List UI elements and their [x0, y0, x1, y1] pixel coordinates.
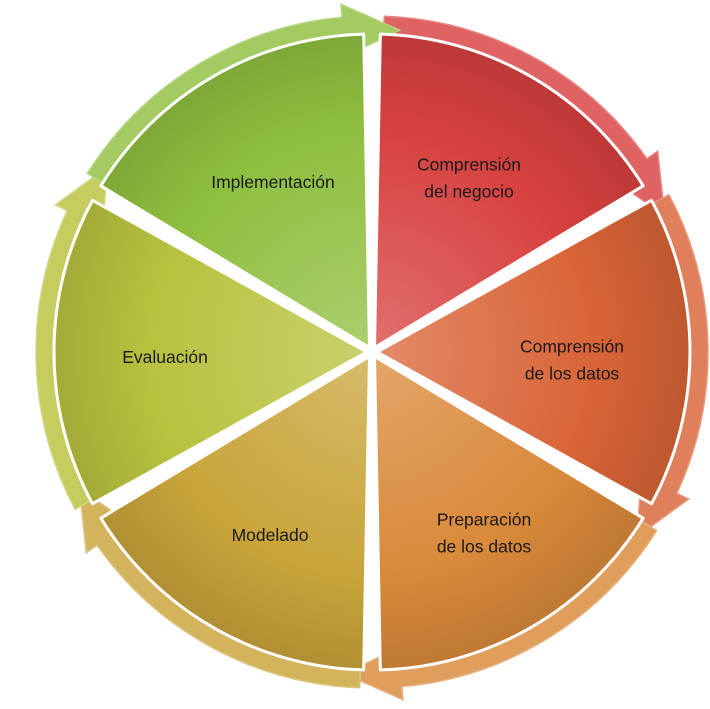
segment-evaluacion — [52, 198, 369, 506]
segment-label-line: Implementación — [211, 172, 335, 192]
segment-label-evaluacion: Evaluación — [122, 347, 208, 367]
segment-preparacion-datos — [373, 354, 645, 672]
segment-modelado — [99, 354, 371, 672]
segment-label-line: Evaluación — [122, 347, 208, 367]
segment-label-comprension-datos: Comprensión de los datos — [520, 337, 624, 384]
segment-label-line: Preparación — [437, 510, 531, 530]
segment-label-line: de los datos — [437, 537, 532, 557]
segment-label-preparacion-datos: Preparación de los datos — [437, 510, 532, 557]
segment-label-implementacion: Implementación — [211, 172, 335, 192]
segment-label-line: Comprensión — [520, 337, 624, 357]
segment-label-line: Comprensión — [417, 155, 521, 175]
segment-label-line: de los datos — [525, 364, 620, 384]
segment-label-modelado: Modelado — [232, 525, 309, 545]
segment-label-line: del negocio — [424, 182, 514, 202]
segment-implementacion — [99, 32, 371, 350]
segment-label-line: Modelado — [232, 525, 309, 545]
segment-comprension-negocio — [373, 32, 645, 350]
segment-comprension-datos — [375, 198, 692, 506]
segment-label-comprension-negocio: Comprensión del negocio — [417, 155, 521, 202]
